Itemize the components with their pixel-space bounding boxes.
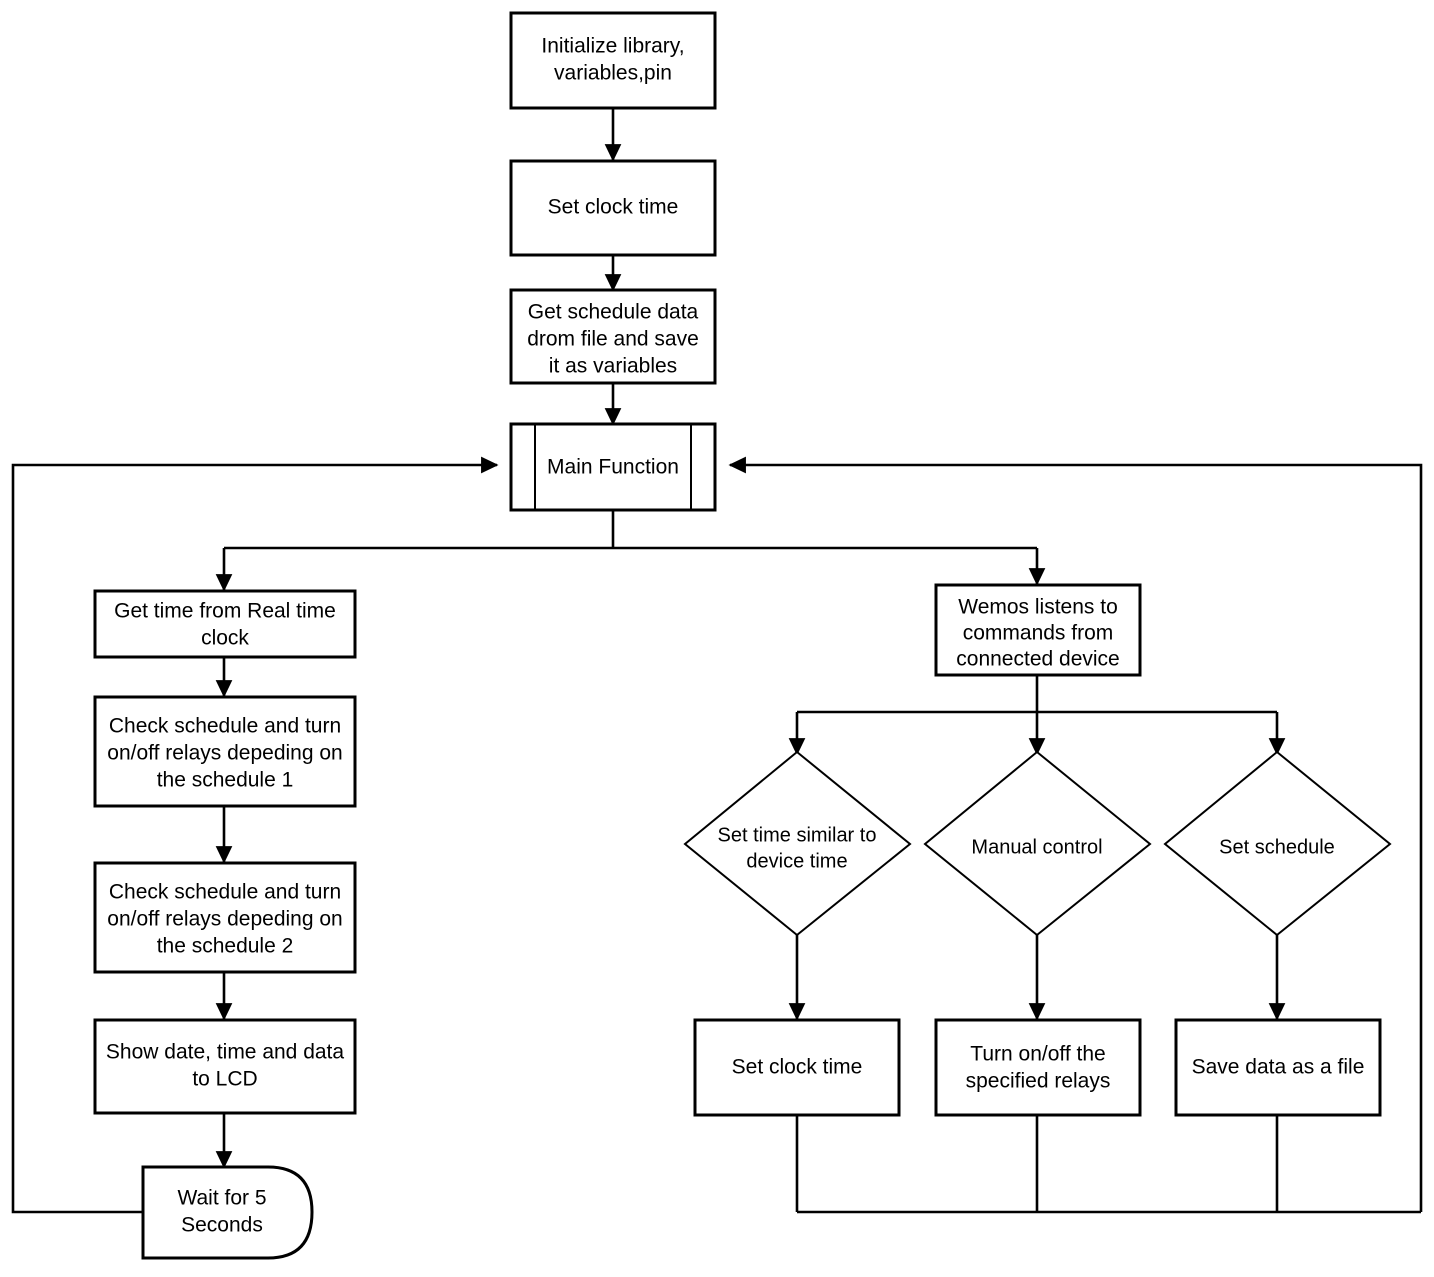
node-check-schedule-2-label-line-3: the schedule 2	[157, 935, 294, 958]
node-decision-set-time-shape	[683, 750, 912, 937]
node-check-schedule-1-label-line-2: on/off relays depeding on	[107, 742, 342, 765]
node-show-lcd-label-line-2: to LCD	[192, 1068, 257, 1091]
node-check-schedule-1-label-line-1: Check schedule and turn	[109, 715, 341, 738]
node-initialize-label-line-2: variables,pin	[554, 62, 672, 85]
node-get-time-rtc-label-line-2: clock	[201, 627, 249, 650]
node-turn-relays[interactable]: Turn on/off the specified relays	[934, 1018, 1142, 1117]
node-save-data-file-shape	[1174, 1018, 1382, 1117]
node-main-function[interactable]: Main Function	[509, 422, 717, 512]
node-decision-set-time-label-line-2: device time	[746, 850, 847, 872]
node-wait-5-seconds-label-line-2: Seconds	[181, 1214, 263, 1237]
node-set-clock-time-top-shape	[509, 159, 717, 257]
node-set-clock-time-bottom-label: Set clock time	[732, 1056, 863, 1079]
node-set-clock-time-top[interactable]: Set clock time	[509, 159, 717, 257]
node-wait-5-seconds[interactable]: Wait for 5 Seconds	[141, 1165, 314, 1260]
node-decision-manual-control-label: Manual control	[971, 836, 1102, 858]
node-turn-relays-label-line-1: Turn on/off the	[970, 1043, 1105, 1066]
node-decision-set-schedule-shape	[1163, 750, 1392, 937]
node-main-function-shape	[509, 422, 717, 512]
node-check-schedule-1-label-line-3: the schedule 1	[157, 769, 294, 792]
node-save-data-file[interactable]: Save data as a file	[1174, 1018, 1382, 1117]
node-get-schedule-data[interactable]: Get schedule data drom file and save it …	[509, 288, 717, 385]
node-set-clock-time-bottom[interactable]: Set clock time	[693, 1018, 901, 1117]
node-check-schedule-2-shape	[93, 861, 357, 974]
node-get-time-rtc-shape	[93, 589, 357, 659]
node-turn-relays-shape	[934, 1018, 1142, 1117]
node-wemos-listens-label-line-3: connected device	[956, 648, 1119, 671]
node-decision-manual-control-shape	[923, 750, 1152, 937]
node-wait-5-seconds-label-line-1: Wait for 5	[177, 1187, 266, 1210]
node-decision-set-schedule[interactable]: Set schedule	[1163, 750, 1392, 937]
node-initialize-label-line-1: Initialize library,	[541, 35, 684, 58]
node-wemos-listens-shape	[934, 583, 1142, 677]
connector-wait-loopback-to-main	[11, 456, 499, 1214]
node-set-clock-time-top-label: Set clock time	[548, 196, 679, 219]
node-get-schedule-data-shape	[509, 288, 717, 385]
node-main-function-label: Main Function	[547, 456, 679, 479]
node-wemos-listens[interactable]: Wemos listens to commands from connected…	[934, 583, 1142, 677]
node-initialize[interactable]: Initialize library, variables,pin	[509, 11, 717, 110]
node-decision-set-schedule-label: Set schedule	[1219, 836, 1335, 858]
connector-commands-loopback-to-main	[728, 456, 1423, 1212]
node-save-data-file-label: Save data as a file	[1192, 1056, 1365, 1079]
node-wemos-listens-label-line-1: Wemos listens to	[958, 596, 1118, 619]
node-turn-relays-label-line-2: specified relays	[966, 1070, 1111, 1093]
node-check-schedule-2[interactable]: Check schedule and turn on/off relays de…	[93, 861, 357, 974]
node-check-schedule-2-label-line-1: Check schedule and turn	[109, 881, 341, 904]
node-get-schedule-data-label-line-3: it as variables	[549, 355, 677, 378]
node-wemos-listens-label-line-2: commands from	[963, 622, 1114, 645]
node-decision-set-time[interactable]: Set time similar to device time	[683, 750, 912, 937]
node-set-clock-time-bottom-shape	[693, 1018, 901, 1117]
node-show-lcd-label-line-1: Show date, time and data	[106, 1041, 344, 1064]
node-show-lcd-shape	[93, 1018, 357, 1115]
node-check-schedule-1-shape	[93, 695, 357, 808]
node-decision-manual-control[interactable]: Manual control	[923, 750, 1152, 937]
node-get-schedule-data-label-line-1: Get schedule data	[528, 301, 699, 324]
node-initialize-shape	[509, 11, 717, 110]
node-get-schedule-data-label-line-2: drom file and save	[527, 328, 699, 351]
node-decision-set-time-label-line-1: Set time similar to	[718, 824, 877, 846]
node-check-schedule-2-label-line-2: on/off relays depeding on	[107, 908, 342, 931]
node-get-time-rtc[interactable]: Get time from Real time clock	[93, 589, 357, 659]
node-wait-5-seconds-shape	[141, 1165, 314, 1260]
connector-layer	[11, 108, 1423, 1214]
node-get-time-rtc-label-line-1: Get time from Real time	[114, 600, 336, 623]
node-show-lcd[interactable]: Show date, time and data to LCD	[93, 1018, 357, 1115]
node-check-schedule-1[interactable]: Check schedule and turn on/off relays de…	[93, 695, 357, 808]
